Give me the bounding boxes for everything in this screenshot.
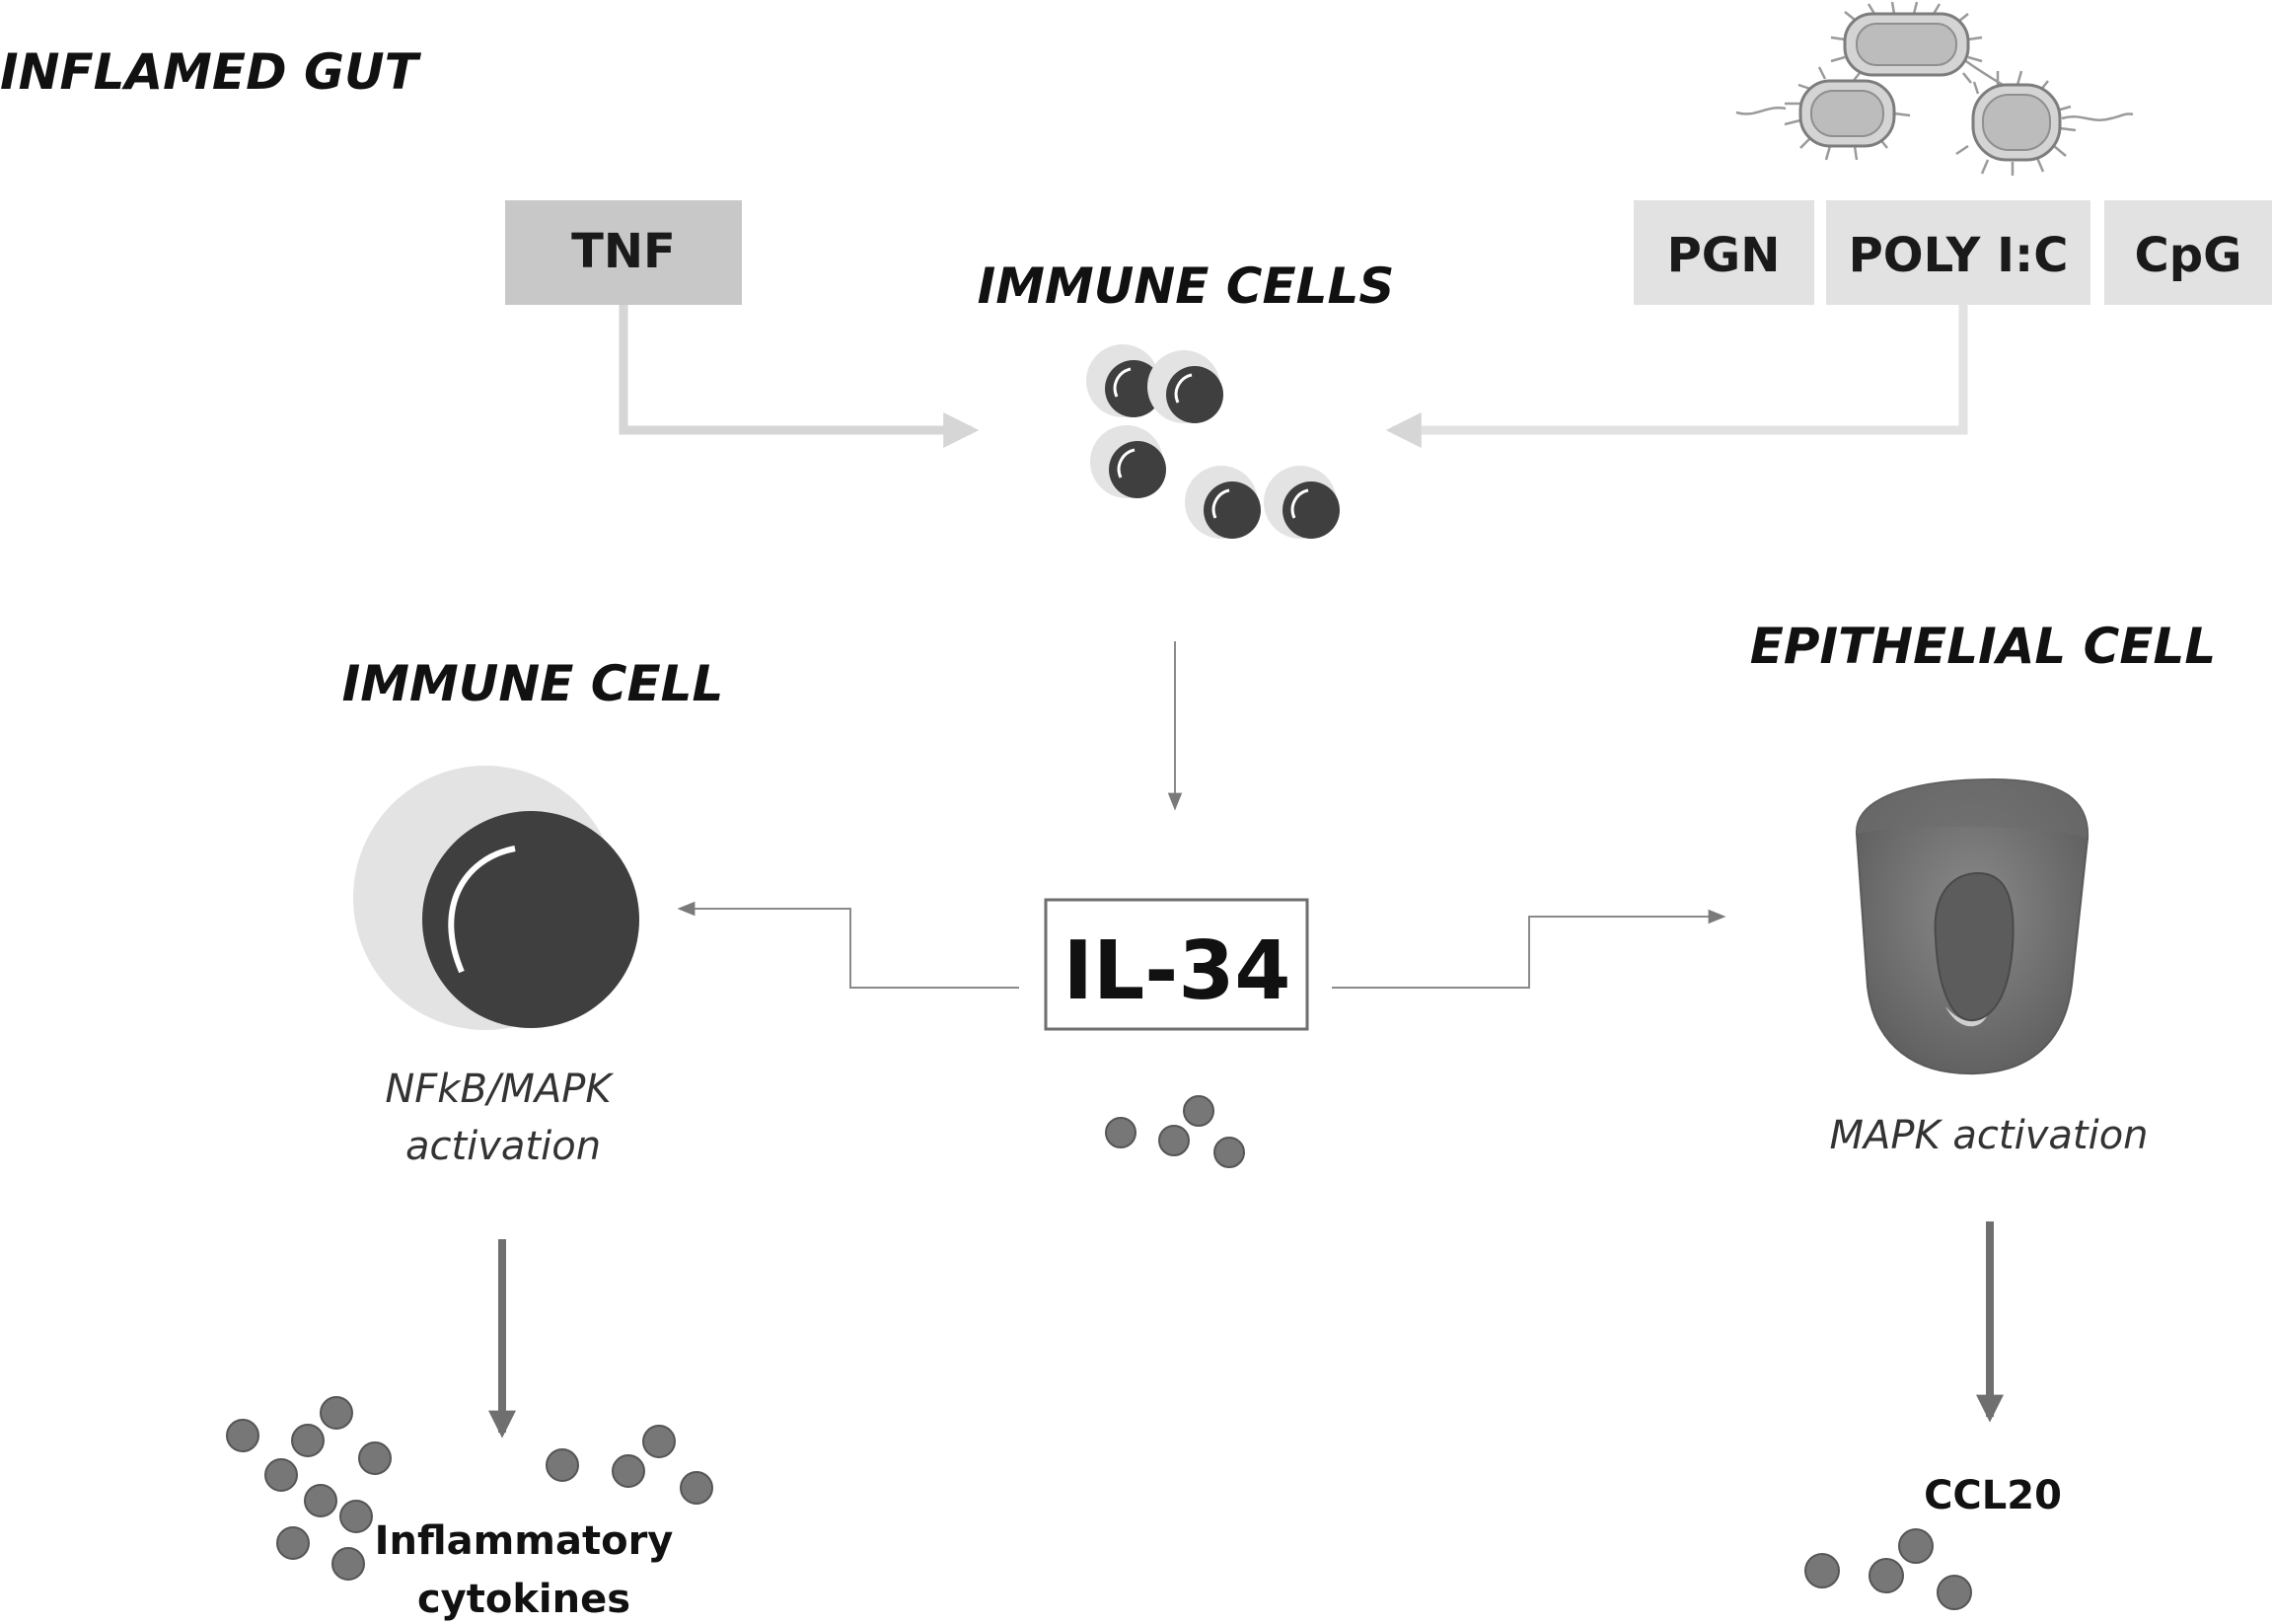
cytokine-dot-icon (1158, 1125, 1190, 1156)
immune-cell-icon (1185, 466, 1261, 539)
il34-dots (1105, 1095, 1245, 1168)
tnf-label: TNF (571, 224, 676, 279)
immune-cell-heading: IMMUNE CELL (342, 655, 724, 712)
tnf-arrow (619, 305, 980, 448)
cytokine-dot-icon (339, 1500, 373, 1533)
immune-cell-icon (1086, 344, 1162, 417)
cpg-box: CpG (2104, 200, 2272, 305)
cytokine-dot-icon (546, 1448, 579, 1482)
cytokine-dot-icon (1937, 1575, 1972, 1610)
poly-ic-label: POLY I:C (1849, 228, 2069, 283)
cytokine-dots (226, 1396, 713, 1581)
il34-to-epithelial-cell-arrow (1332, 909, 1726, 989)
immune-cells-heading: IMMUNE CELLS (978, 258, 1395, 315)
epithelial-cell-heading: EPITHELIAL CELL (1750, 618, 2217, 675)
cytokine-dot-icon (1804, 1553, 1840, 1588)
immune-cell-icon (1090, 425, 1166, 498)
tnf-box: TNF (505, 200, 742, 305)
pgn-label: PGN (1667, 228, 1781, 283)
cytokine-dot-icon (320, 1396, 353, 1430)
bacteria-icon (1735, 1, 2134, 176)
immune-activation-line2: activation (405, 1124, 601, 1169)
pamp-arrow (1385, 305, 1968, 448)
cpg-label: CpG (2135, 228, 2242, 283)
ccl20-label: CCL20 (1924, 1473, 2062, 1518)
cytokine-dot-icon (642, 1425, 676, 1458)
inflammatory-cytokines-line1: Inflammatory (375, 1518, 674, 1564)
diagram-title: INFLAMED GUT (0, 43, 422, 101)
cytokine-dot-icon (358, 1441, 392, 1475)
cytokine-dot-icon (276, 1526, 310, 1560)
cytokine-dot-icon (612, 1454, 645, 1488)
poly-ic-box: POLY I:C (1826, 200, 2090, 305)
cytokine-dot-icon (1105, 1117, 1136, 1148)
cytokine-dot-icon (680, 1471, 713, 1505)
pgn-box: PGN (1634, 200, 1814, 305)
cytokine-dot-icon (1869, 1558, 1904, 1593)
cytokine-dot-icon (291, 1424, 325, 1457)
cytokine-dot-icon (331, 1547, 365, 1581)
immune-activation-line1: NFkB/MAPK (385, 1067, 614, 1112)
epithelial-activation: MAPK activation (1829, 1113, 2148, 1158)
il34-to-immune-cell-arrow (677, 901, 1019, 989)
cytokine-dot-icon (1213, 1137, 1245, 1168)
il34-box: IL-34 (1044, 898, 1309, 1031)
immune-cell-icon (353, 766, 639, 1030)
ccl20-dots (1804, 1528, 1972, 1610)
inflammatory-cytokines-line2: cytokines (417, 1577, 630, 1622)
cytokine-dot-icon (264, 1458, 298, 1492)
cytokine-dot-icon (304, 1484, 337, 1517)
cytokine-dot-icon (1183, 1095, 1214, 1127)
immune-cell-icon (1147, 350, 1223, 423)
immune-cells-cluster (1086, 344, 1340, 539)
il34-label: IL-34 (1063, 924, 1291, 1018)
cytokine-dot-icon (226, 1419, 259, 1452)
cytokine-dot-icon (1898, 1528, 1934, 1564)
epithelial-cell-icon (1855, 777, 2089, 1075)
immune-cell-icon (1264, 466, 1340, 539)
